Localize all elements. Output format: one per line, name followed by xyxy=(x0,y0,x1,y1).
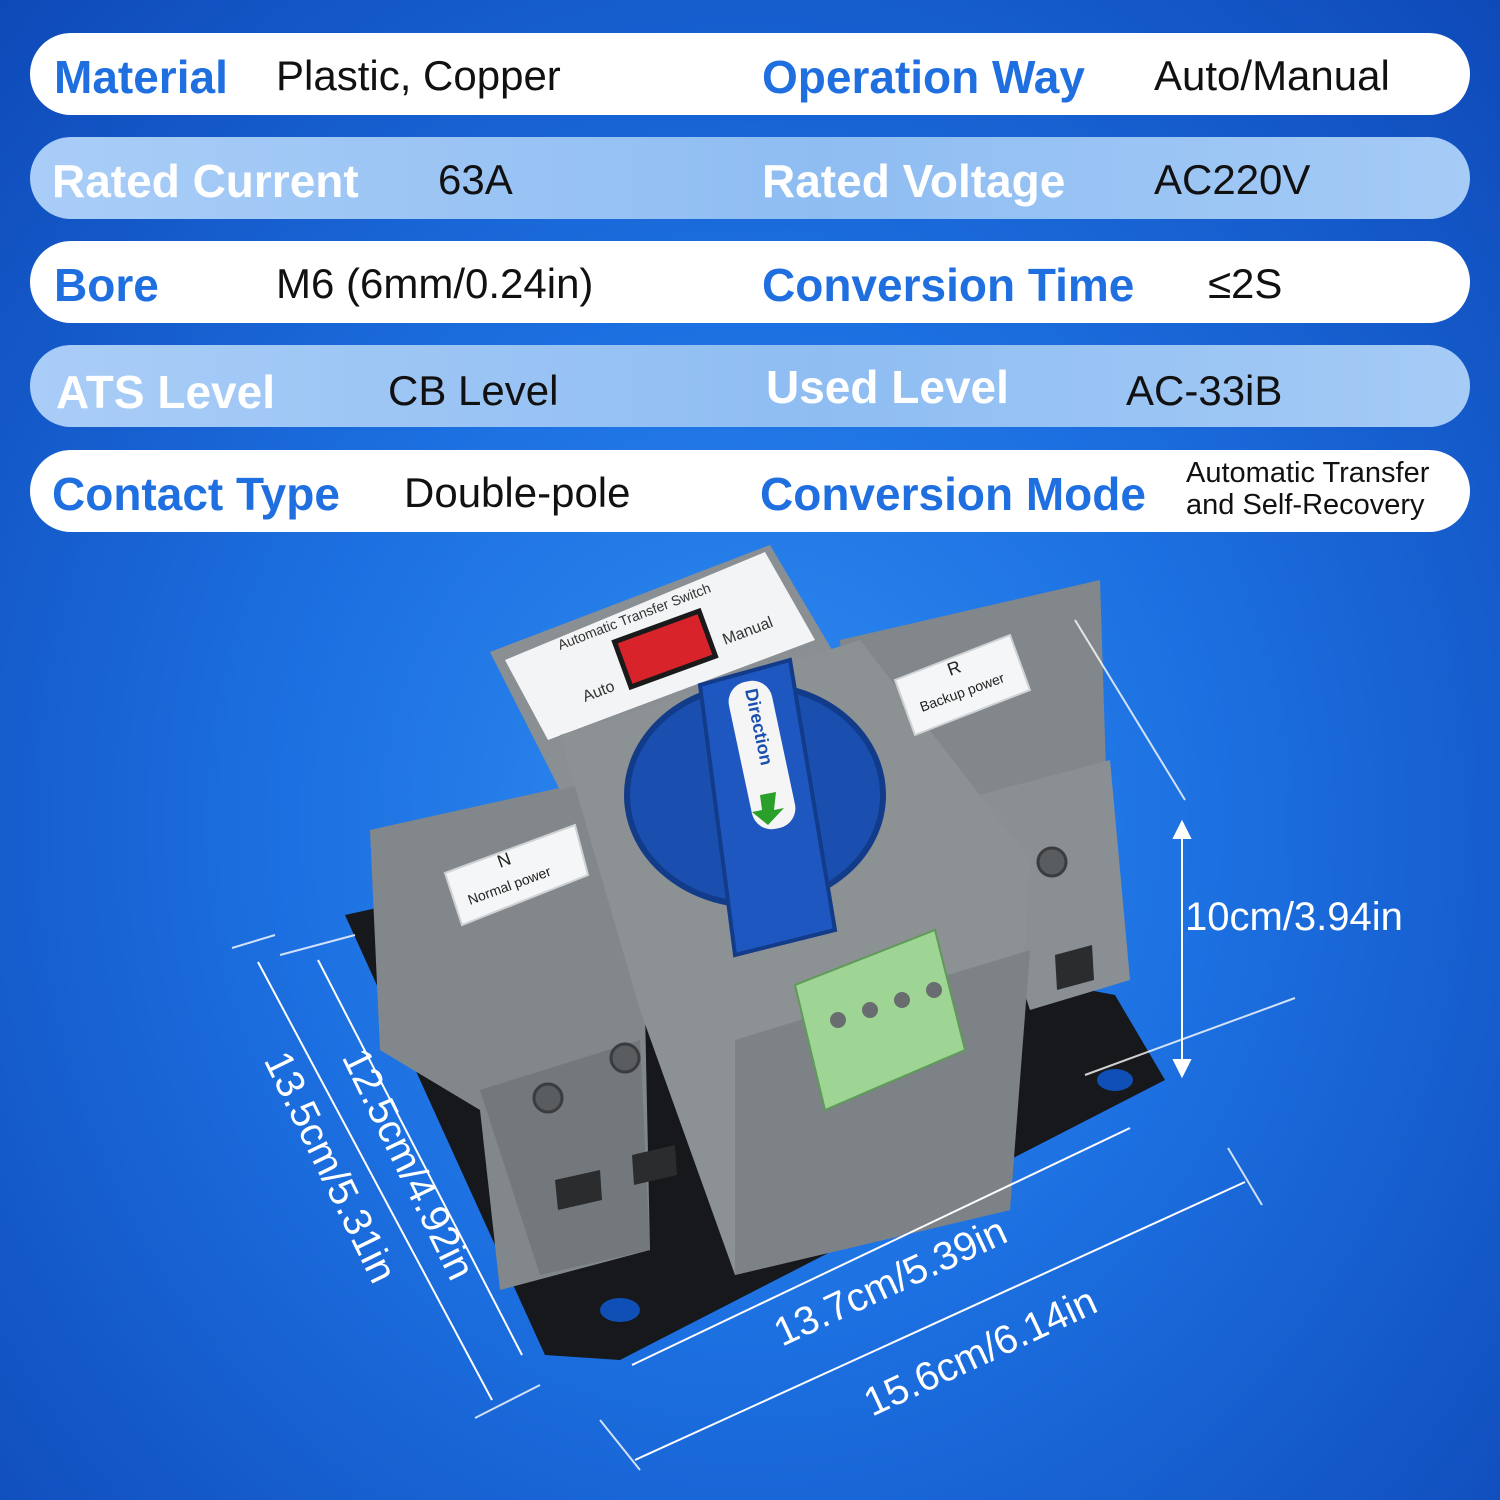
extension-line xyxy=(599,1419,641,1471)
spec-label: ATS Level xyxy=(56,366,275,418)
spec-value: Auto/Manual xyxy=(1154,52,1390,99)
terminal-slot xyxy=(555,1170,602,1210)
extension-line xyxy=(474,1384,541,1419)
spec-label: Operation Way xyxy=(762,51,1085,103)
spec-label: Used Level xyxy=(766,361,1009,413)
dimension-line-width-inner xyxy=(631,1127,1131,1366)
dimension-line-depth-outer xyxy=(257,961,493,1401)
dimension-height-label: 10cm/3.94in xyxy=(1185,895,1403,939)
spec-label: Rated Voltage xyxy=(762,155,1066,207)
spec-value: AC-33iB xyxy=(1126,367,1283,414)
extension-line xyxy=(1084,997,1296,1076)
extension-line xyxy=(1074,619,1186,801)
spec-label: Conversion Mode xyxy=(760,468,1146,520)
spec-value-line: Automatic Transfer xyxy=(1186,457,1430,489)
screw-icon xyxy=(532,1082,564,1114)
screw-icon xyxy=(609,1042,641,1074)
spec-label: Bore xyxy=(54,259,159,311)
direction-label-plate xyxy=(728,680,796,830)
mounting-hole xyxy=(600,1298,640,1322)
spec-row-material: Material Plastic, Copper Operation Way A… xyxy=(30,33,1470,115)
auto-manual-switch[interactable] xyxy=(611,607,719,691)
spec-row-contact: Contact Type Double-pole Conversion Mode… xyxy=(30,450,1470,532)
terminal-slot xyxy=(1055,945,1094,990)
left-terminal-block xyxy=(480,1040,650,1275)
left-label-letter: N xyxy=(495,849,514,872)
screw-icon xyxy=(926,982,942,998)
spec-row-rated: Rated Current 63A Rated Voltage AC220V xyxy=(30,137,1470,219)
spec-value: ≤2S xyxy=(1208,260,1283,307)
arrow-down-icon xyxy=(1172,1059,1192,1079)
spec-value: Double-pole xyxy=(404,469,631,516)
mounting-hole xyxy=(1097,1069,1133,1091)
screw-icon xyxy=(862,1002,878,1018)
normal-power-label xyxy=(443,823,590,927)
dimension-line-depth-inner xyxy=(317,959,523,1356)
extension-line xyxy=(1227,1147,1263,1206)
spec-label: Contact Type xyxy=(52,468,340,520)
spec-value: Automatic Transfer and Self-Recovery xyxy=(1186,457,1429,521)
extension-line xyxy=(231,934,276,949)
spec-value: Plastic, Copper xyxy=(276,52,561,99)
backup-power-label xyxy=(893,633,1032,737)
spec-row-level: ATS Level CB Level Used Level AC-33iB xyxy=(30,345,1470,427)
spec-value: M6 (6mm/0.24in) xyxy=(276,260,594,307)
spec-row-bore: Bore M6 (6mm/0.24in) Conversion Time ≤2S xyxy=(30,241,1470,323)
spec-label: Rated Current xyxy=(52,155,359,207)
terminal-slot xyxy=(632,1145,677,1185)
spec-label: Material xyxy=(54,51,228,103)
spec-value: 63A xyxy=(438,156,513,203)
spec-value-line: and Self-Recovery xyxy=(1186,489,1425,521)
arrow-up-icon xyxy=(1172,819,1192,839)
arrow-down-icon xyxy=(752,792,784,825)
screw-icon xyxy=(1036,846,1068,878)
spec-label: Conversion Time xyxy=(762,259,1135,311)
control-terminal-block xyxy=(793,928,967,1112)
spec-value: AC220V xyxy=(1154,156,1311,203)
screw-icon xyxy=(830,1012,846,1028)
dimension-line-width-outer xyxy=(634,1181,1246,1461)
extension-line xyxy=(279,934,356,956)
screw-icon xyxy=(894,992,910,1008)
right-label-letter: R xyxy=(945,657,964,680)
spec-value: CB Level xyxy=(388,367,559,414)
